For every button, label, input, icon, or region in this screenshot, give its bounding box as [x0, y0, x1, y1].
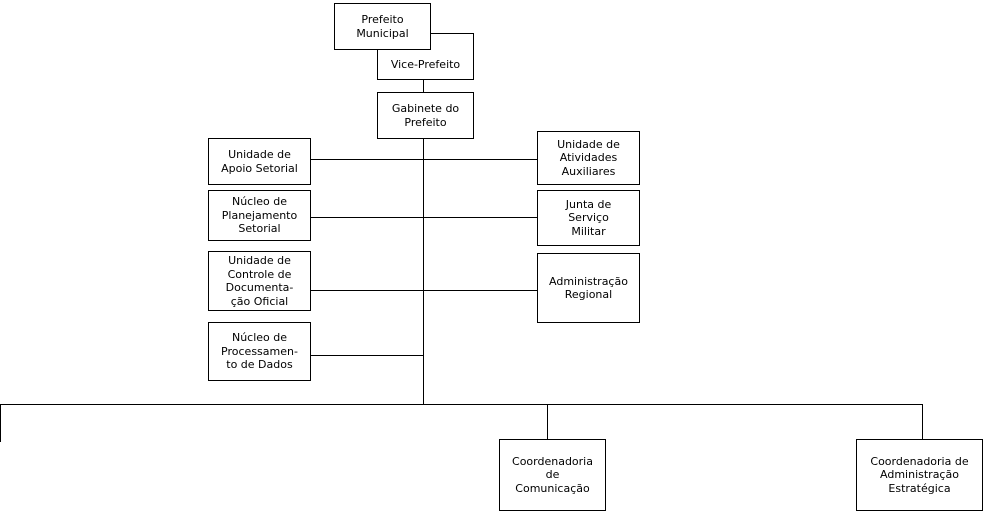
node-nucleo-processamento-dados: Núcleo de Processamen- to de Dados	[208, 322, 311, 381]
node-junta-servico-militar: Junta de Serviço Militar	[537, 190, 640, 246]
node-coordenadoria-administracao-estrategica: Coordenadoria de Administração Estratégi…	[856, 439, 983, 511]
node-gabinete-do-prefeito: Gabinete do Prefeito	[377, 92, 474, 139]
node-label: Gabinete do Prefeito	[391, 102, 460, 129]
node-label: Núcleo de Planejamento Setorial	[221, 195, 298, 236]
node-administracao-regional: Administração Regional	[537, 253, 640, 323]
node-nucleo-planejamento-setorial: Núcleo de Planejamento Setorial	[208, 190, 311, 241]
node-label: Vice-Prefeito	[390, 57, 461, 71]
node-unidade-controle-documentacao: Unidade de Controle de Documenta- ção Of…	[208, 251, 311, 311]
node-label: Unidade de Apoio Setorial	[221, 148, 298, 175]
node-unidade-apoio-setorial: Unidade de Apoio Setorial	[208, 138, 311, 185]
node-label: Núcleo de Processamen- to de Dados	[221, 331, 298, 372]
node-label: Prefeito Municipal	[356, 13, 409, 40]
node-label: Unidade de Controle de Documenta- ção Of…	[225, 254, 294, 308]
node-label: Administração Regional	[549, 274, 628, 302]
node-label: Junta de Serviço Militar	[565, 197, 612, 238]
node-prefeito-municipal: Prefeito Municipal	[334, 3, 431, 50]
node-unidade-atividades-auxiliares: Unidade de Atividades Auxiliares	[537, 131, 640, 185]
node-coordenadoria-comunicacao: Coordenadoria de Comunicação	[499, 439, 606, 511]
node-label: Coordenadoria de Administração Estratégi…	[870, 454, 969, 495]
node-label: Coordenadoria de Comunicação	[512, 454, 593, 495]
node-label: Unidade de Atividades Auxiliares	[557, 137, 620, 178]
